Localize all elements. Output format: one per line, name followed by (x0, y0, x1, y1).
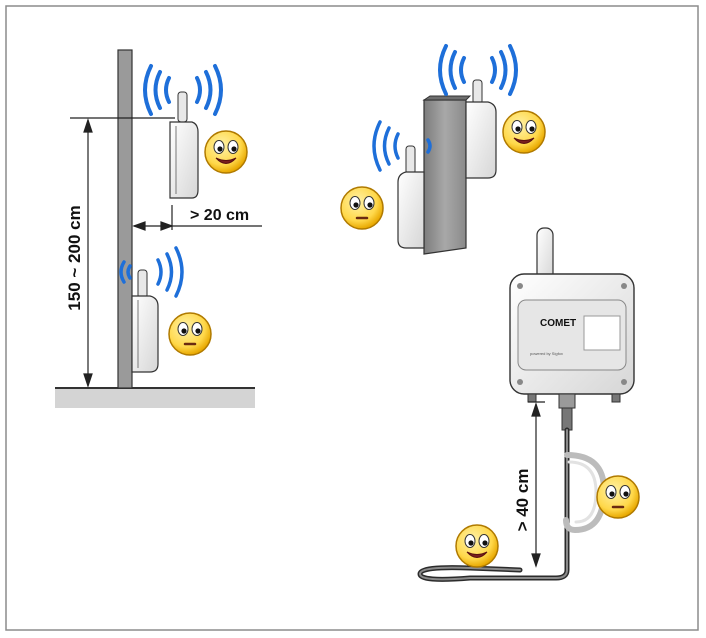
sensor-device-top (169, 91, 199, 199)
scene-wall-mounting: 150 ~ 200 cm > 20 cm (55, 49, 262, 408)
smiley-uneasy-icon (595, 474, 641, 520)
probe-cable (417, 427, 608, 582)
cable-length-label: > 40 cm (513, 469, 532, 532)
smiley-happy-icon (204, 130, 248, 174)
scene-probe-cable: COMET powered by Sigfox > 40 cm (417, 227, 641, 582)
smiley-happy-icon (502, 110, 546, 154)
signal-waves-back (438, 44, 518, 96)
smiley-uneasy-icon (167, 311, 213, 357)
wall-distance-line (132, 205, 262, 231)
cable-length-dimension (528, 401, 545, 568)
signal-waves-top (143, 64, 223, 116)
sensor-device-front (397, 145, 425, 249)
comet-device: COMET powered by Sigfox (509, 273, 635, 431)
smiley-uneasy-icon (339, 185, 385, 231)
sensor-device-back (465, 79, 497, 179)
antenna (536, 227, 554, 281)
smiley-happy-icon (455, 524, 499, 568)
device-sublabel: powered by Sigfox (530, 351, 563, 356)
signal-waves-front (372, 120, 432, 172)
metal-plate (423, 99, 467, 255)
brand-logo: COMET (540, 318, 576, 329)
floor (55, 388, 255, 408)
scene-behind-metal-plate (339, 44, 546, 255)
wall-distance-label: > 20 cm (190, 207, 249, 224)
wall (117, 49, 133, 389)
signal-waves-bottom (119, 246, 184, 298)
sensor-device-bottom (131, 269, 159, 373)
height-dimension-line (70, 117, 175, 388)
height-range-label: 150 ~ 200 cm (65, 205, 84, 310)
